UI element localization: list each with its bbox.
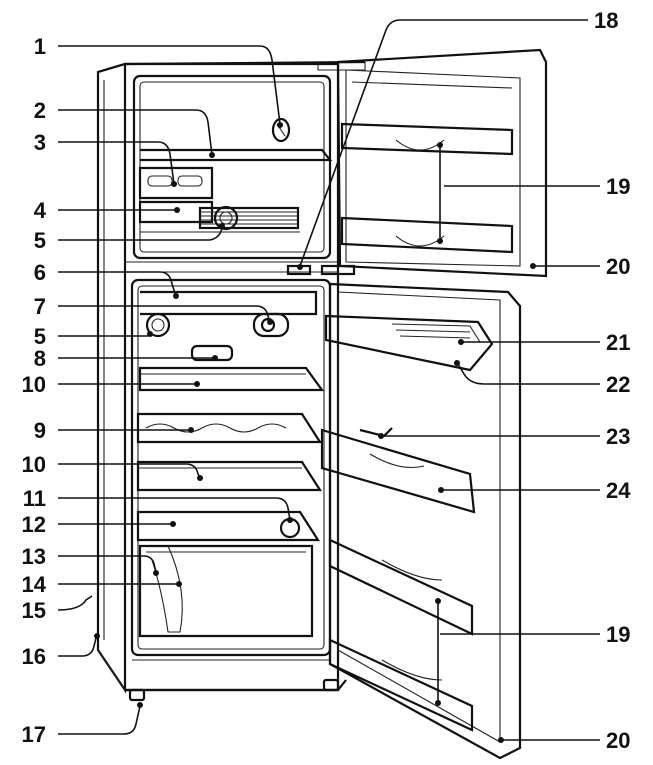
callout-20a: 20 — [606, 254, 630, 279]
callout-17: 17 — [22, 722, 46, 747]
callout-21: 21 — [606, 330, 630, 355]
callout-1: 1 — [34, 34, 46, 59]
callout-7: 7 — [34, 294, 46, 319]
callout-24: 24 — [606, 478, 631, 503]
callout-16: 16 — [22, 644, 46, 669]
leader-lines — [57, 19, 600, 743]
callout-9: 9 — [34, 418, 46, 443]
fridge-door — [320, 282, 522, 760]
callout-23: 23 — [606, 424, 630, 449]
callout-11: 11 — [23, 486, 46, 511]
callout-5a: 5 — [34, 228, 46, 253]
callout-8: 8 — [34, 346, 46, 371]
callout-10a: 10 — [22, 372, 46, 397]
callout-20b: 20 — [606, 728, 630, 753]
callout-14: 14 — [22, 572, 47, 597]
callout-15: 15 — [22, 598, 46, 623]
callout-2: 2 — [34, 98, 46, 123]
callout-4: 4 — [34, 198, 47, 223]
callout-labels: 1 2 3 4 5 6 7 5 8 10 9 10 11 12 13 14 15… — [22, 8, 632, 753]
freezer-door — [286, 48, 548, 278]
callout-13: 13 — [22, 544, 46, 569]
callout-22: 22 — [606, 372, 630, 397]
callout-19b: 19 — [606, 622, 630, 647]
callout-5b: 5 — [34, 324, 46, 349]
callout-10b: 10 — [22, 452, 46, 477]
callout-12: 12 — [22, 512, 46, 537]
freezer-interior — [138, 117, 333, 233]
callout-3: 3 — [34, 130, 46, 155]
callout-6: 6 — [34, 260, 46, 285]
refrigerator-cabinet — [96, 60, 366, 702]
callout-18: 18 — [594, 8, 618, 33]
callout-19a: 19 — [606, 174, 630, 199]
fridge-interior — [136, 290, 325, 638]
